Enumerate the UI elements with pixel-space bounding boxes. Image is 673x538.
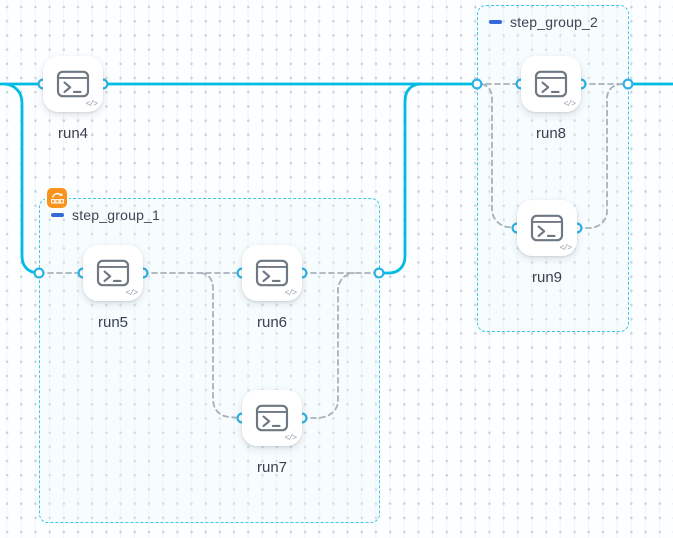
terminal-icon — [56, 70, 90, 98]
terminal-icon — [255, 259, 289, 287]
node-label: run9 — [531, 269, 563, 286]
node-run9[interactable]: </> run9 — [517, 200, 577, 286]
edge-canvas-to-group1 — [3, 82, 41, 275]
collapse-group-icon[interactable] — [489, 20, 502, 24]
loop-arrow-icon — [50, 192, 64, 204]
terminal-icon — [530, 214, 564, 242]
node-card[interactable]: </> — [521, 56, 581, 112]
node-label: run4 — [57, 125, 89, 142]
collapse-group-icon[interactable] — [51, 213, 64, 217]
code-icon: </> — [284, 289, 297, 298]
node-card[interactable]: </> — [242, 245, 302, 301]
node-label: run6 — [256, 314, 288, 331]
node-card[interactable]: </> — [517, 200, 577, 256]
node-card[interactable]: </> — [43, 56, 103, 112]
node-label: run8 — [535, 125, 567, 142]
group-header: step_group_1 — [51, 208, 160, 222]
code-icon: </> — [85, 100, 98, 109]
connection-port-group2-in[interactable] — [471, 78, 483, 90]
group-label: step_group_2 — [510, 14, 599, 30]
loop-iterations-badge-icon — [47, 188, 67, 208]
code-icon: </> — [559, 244, 572, 253]
code-icon: </> — [125, 289, 138, 298]
node-label: run7 — [256, 459, 288, 476]
node-run5[interactable]: </> run5 — [83, 245, 143, 331]
connection-port-group1-out[interactable] — [373, 267, 385, 279]
terminal-icon — [534, 70, 568, 98]
node-label: run5 — [97, 314, 129, 331]
node-run6[interactable]: </> run6 — [242, 245, 302, 331]
node-card[interactable]: </> — [242, 390, 302, 446]
terminal-icon — [96, 259, 130, 287]
node-run8[interactable]: </> run8 — [521, 56, 581, 142]
edge-group1-to-group2 — [377, 82, 423, 275]
terminal-icon — [255, 404, 289, 432]
node-run7[interactable]: </> run7 — [242, 390, 302, 476]
code-icon: </> — [284, 434, 297, 443]
node-run4[interactable]: </> run4 — [43, 56, 103, 142]
group-label: step_group_1 — [72, 207, 161, 223]
connection-port-group1-in[interactable] — [33, 267, 45, 279]
connection-port-group2-out[interactable] — [622, 78, 634, 90]
group-header: step_group_2 — [489, 15, 598, 29]
code-icon: </> — [563, 100, 576, 109]
node-card[interactable]: </> — [83, 245, 143, 301]
